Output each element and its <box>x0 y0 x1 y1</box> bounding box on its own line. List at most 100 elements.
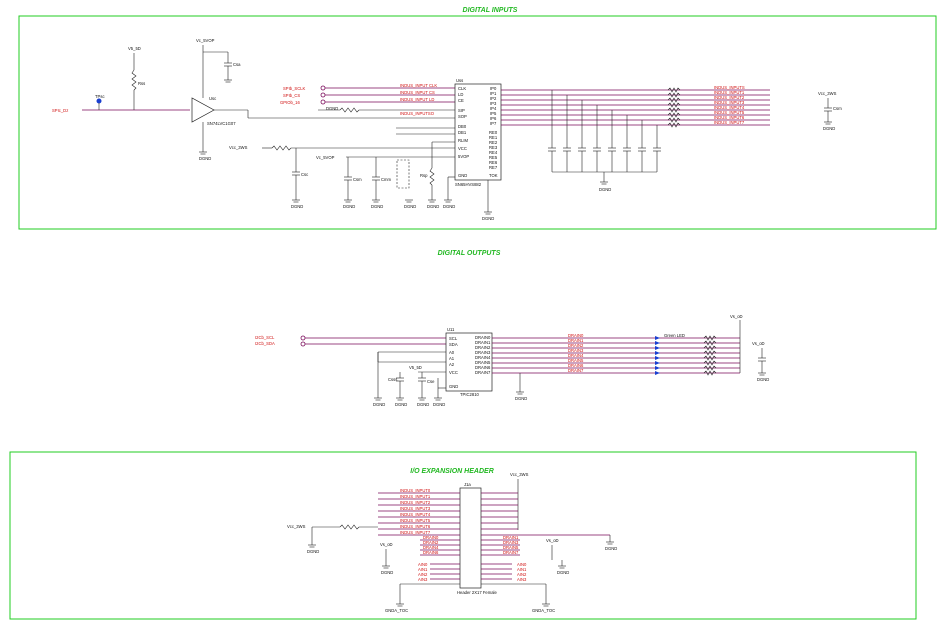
svg-text:DGND: DGND <box>599 187 611 192</box>
svg-text:DRAIN6: DRAIN6 <box>568 363 584 368</box>
svg-text:DRAIN2: DRAIN2 <box>475 345 491 350</box>
svg-text:DGND: DGND <box>307 549 319 554</box>
svg-text:SCL: SCL <box>449 336 458 341</box>
vs-hdr-right: Vs_oD <box>546 538 559 543</box>
svg-text:AIN0: AIN0 <box>517 562 527 567</box>
svg-text:AIN1: AIN1 <box>418 567 428 572</box>
svg-text:DRAIN5: DRAIN5 <box>503 545 519 550</box>
r-pullup-label: Rss <box>138 81 145 86</box>
input-chip-name: SN65HVS882 <box>455 182 482 187</box>
svg-text:AIN0: AIN0 <box>418 562 428 567</box>
svg-text:AIN2: AIN2 <box>517 572 527 577</box>
svg-text:IP3: IP3 <box>490 101 497 106</box>
svg-text:DGND: DGND <box>443 204 455 209</box>
svg-text:IP2: IP2 <box>490 96 497 101</box>
svg-text:IP4: IP4 <box>490 106 497 111</box>
svg-text:DB0: DB0 <box>458 124 467 129</box>
svg-text:DRAIN7: DRAIN7 <box>475 370 491 375</box>
vs-out-label: Vs_oD <box>730 314 743 319</box>
svg-text:DRAIN0: DRAIN0 <box>568 333 584 338</box>
svg-text:CE: CE <box>458 98 464 103</box>
svg-text:RE3: RE3 <box>489 145 498 150</box>
svg-text:IP7: IP7 <box>490 121 497 126</box>
svg-text:DGND: DGND <box>373 402 385 407</box>
v5-label: V5_5D <box>128 46 141 51</box>
svg-text:INDUS_INPUT1: INDUS_INPUT1 <box>400 494 431 499</box>
output-chip-name: TPIC2810 <box>460 392 480 397</box>
header-left-wires: INDUS_INPUT0 INDUS_INPUT1 INDUS_INPUT2 I… <box>378 488 460 536</box>
svg-text:DGND: DGND <box>515 396 527 401</box>
svg-text:DRAIN0: DRAIN0 <box>475 335 491 340</box>
input-chip-pins-left: CLK LD CE SIP SOP DB0 DB1 RLIM VCC 5VOP … <box>458 86 469 178</box>
cap-out1-label: Csss <box>388 377 397 382</box>
svg-text:INDUS_INPUT1: INDUS_INPUT1 <box>714 90 745 95</box>
spi-cs: SPIb_CS <box>283 93 300 98</box>
header-ain-labels: AIN0 AIN1 AIN2 AIN3 AIN0 AIN1 AIN2 AIN3 <box>418 562 527 582</box>
svg-text:DRAIN7: DRAIN7 <box>568 368 584 373</box>
output-chip <box>445 332 493 392</box>
header-ref: J1a <box>464 482 471 487</box>
svg-text:IP1: IP1 <box>490 91 497 96</box>
cap-vop-label: Csa <box>233 62 241 67</box>
output-chip-pins-left: SCL SDA A0 A1 A2 VCC GND <box>449 336 458 389</box>
svg-text:5VOP: 5VOP <box>458 154 469 159</box>
svg-text:DGND: DGND <box>343 204 355 209</box>
svg-text:RE5: RE5 <box>489 155 498 160</box>
svg-text:INDUS_INPUT2: INDUS_INPUT2 <box>714 95 745 100</box>
svg-text:DGND: DGND <box>757 377 769 382</box>
svg-text:IP5: IP5 <box>490 111 497 116</box>
svg-text:DRAIN1: DRAIN1 <box>503 535 519 540</box>
spi-label-cluster: SPIb_SCLK SPIb_CS GPIOb_16 <box>280 85 455 105</box>
ground-symbols-1: DGND <box>199 79 232 161</box>
svg-text:AIN1: AIN1 <box>517 567 527 572</box>
header-connector <box>459 487 482 589</box>
svg-text:AIN3: AIN3 <box>418 577 428 582</box>
svg-text:A1: A1 <box>449 356 455 361</box>
gnda-right: GNDA_TOC <box>532 608 555 613</box>
svg-text:CLK: CLK <box>458 86 466 91</box>
svg-text:DGND: DGND <box>433 402 445 407</box>
vdd-field-label: Vc_5VOP <box>196 38 215 43</box>
svg-text:DRAIN2: DRAIN2 <box>423 540 439 545</box>
svg-text:INDUS_INPUT5: INDUS_INPUT5 <box>400 518 431 523</box>
i2c-sda: I2Cb_SDA <box>255 341 275 346</box>
svg-text:DGND: DGND <box>823 126 835 131</box>
svg-text:DRAIN3: DRAIN3 <box>503 540 519 545</box>
svg-text:INDUS_INPUT0: INDUS_INPUT0 <box>400 488 431 493</box>
dgnd-sip: DGND <box>326 106 338 111</box>
buffer-ref: Usc <box>209 96 216 101</box>
output-led-network: DGND <box>492 320 741 401</box>
v3b-label: Vcc_3WS <box>818 91 837 96</box>
header-right-wires: DGND <box>481 492 617 551</box>
input-filter-network: DGND <box>501 87 770 192</box>
svg-text:DGND: DGND <box>404 204 416 209</box>
rlim-label: Rsp <box>420 173 428 178</box>
input-chip <box>454 83 502 181</box>
svg-text:DRAIN1: DRAIN1 <box>568 338 584 343</box>
ground-symbols-2: DGND DGND DGND DGND DGND DGND DGND <box>291 199 494 221</box>
title-digital-outputs: DIGITAL OUTPUTS <box>438 250 501 257</box>
svg-text:TOK: TOK <box>489 173 498 178</box>
vs-out2-label: Vs_oD <box>752 341 765 346</box>
test-point <box>96 98 102 104</box>
output-section: I2Cb_SCL I2Cb_SDA U11 TPIC2810 SCL SDA A… <box>255 314 769 407</box>
buffer-symbol <box>191 97 215 123</box>
svg-text:DRAIN3: DRAIN3 <box>475 350 491 355</box>
svg-text:INDUS_INPUTS: INDUS_INPUTS <box>714 85 745 90</box>
frame-io-expansion <box>9 451 917 620</box>
svg-text:GND: GND <box>458 173 467 178</box>
svg-text:A2: A2 <box>449 362 455 367</box>
svg-text:RE6: RE6 <box>489 160 498 165</box>
svg-text:INDUS_INPUT6: INDUS_INPUT6 <box>400 524 431 529</box>
svg-text:VCC: VCC <box>449 370 458 375</box>
cap-v3-label: Csc <box>301 172 308 177</box>
svg-text:IP6: IP6 <box>490 116 497 121</box>
svg-text:INDUS_INPUT2: INDUS_INPUT2 <box>400 500 431 505</box>
svg-text:RLIM: RLIM <box>458 138 469 143</box>
svg-text:DRAIN7: DRAIN7 <box>503 550 519 555</box>
svg-text:DB1: DB1 <box>458 130 467 135</box>
svg-text:INDUS_INPUT6: INDUS_INPUT6 <box>714 115 745 120</box>
frame-digital-inputs <box>18 15 937 230</box>
svg-text:SOP: SOP <box>458 114 467 119</box>
svg-text:INDUS_INPUT3: INDUS_INPUT3 <box>400 506 431 511</box>
